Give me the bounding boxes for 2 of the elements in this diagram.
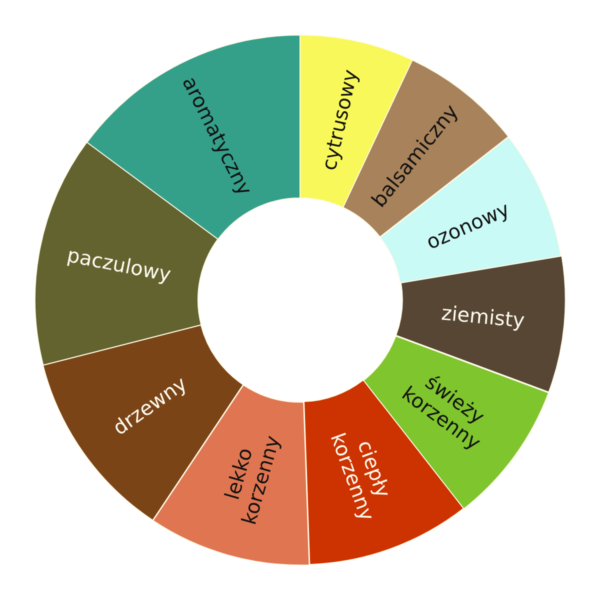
segment-label: ziemisty bbox=[440, 302, 526, 333]
segment-label: paczulowy bbox=[66, 243, 174, 286]
